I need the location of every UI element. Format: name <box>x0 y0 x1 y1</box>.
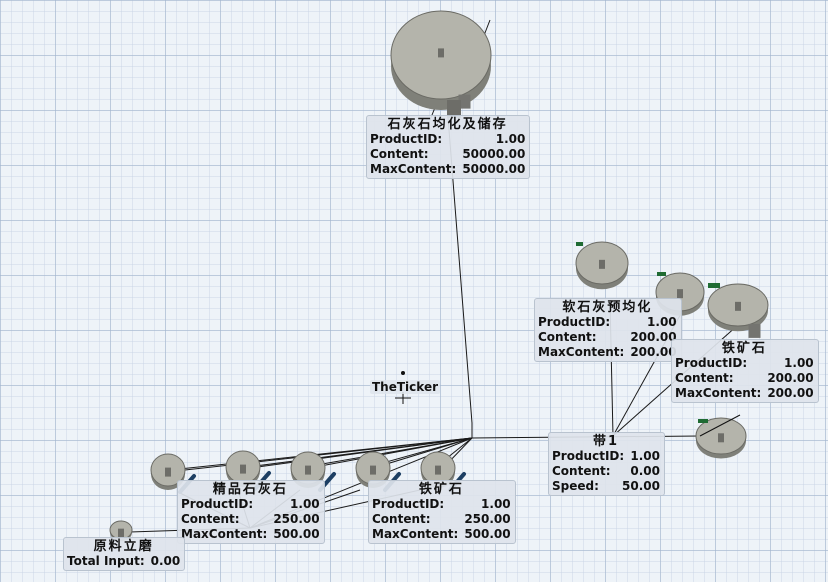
ticker-marker <box>395 371 411 404</box>
accent-marker <box>657 272 666 276</box>
accent-marker <box>576 242 583 246</box>
tank-port <box>118 528 124 538</box>
label-limestone-storage[interactable]: 石灰石均化及储存 ProductID:1.00 Content:50000.00… <box>366 115 531 179</box>
label-title: 软石灰预均化 <box>562 300 653 315</box>
tank-port <box>240 464 246 474</box>
bin-1[interactable] <box>150 453 186 490</box>
belt-end-silo[interactable] <box>695 417 747 459</box>
tank-port <box>305 465 311 475</box>
label-title: 铁矿石 <box>721 341 767 356</box>
connection-line <box>249 437 473 469</box>
label-iron-ore-storage[interactable]: 铁矿石 ProductID:1.00 Content:200.00 MaxCon… <box>671 339 819 403</box>
connection-line <box>379 437 473 467</box>
label-title: 石灰石均化及储存 <box>387 117 508 132</box>
label-title: 精品石灰石 <box>212 482 288 497</box>
tank-port <box>435 465 441 475</box>
iron-silo-b[interactable] <box>707 283 769 338</box>
tank-port <box>735 301 741 311</box>
tank-port <box>165 467 171 477</box>
tank-port <box>677 289 683 299</box>
tank-port <box>370 465 376 475</box>
outlet-box <box>748 323 761 338</box>
label-title: 带1 <box>592 434 620 449</box>
label-title: 原料立磨 <box>93 539 154 554</box>
label-raw-mill[interactable]: 原料立磨 Total Input:0.00 <box>63 537 186 571</box>
ticker-label[interactable]: TheTicker <box>370 380 440 394</box>
label-soft-limestone-prehomog[interactable]: 软石灰预均化 ProductID:1.00 Content:200.00 Max… <box>534 298 682 362</box>
label-conveyor-belt-1[interactable]: 带1 ProductID:1.00 Content:0.00 Speed:50.… <box>548 432 665 496</box>
bin-2[interactable] <box>225 450 261 487</box>
label-title: 铁矿石 <box>418 482 464 497</box>
label-fine-limestone[interactable]: 精品石灰石 ProductID:1.00 Content:250.00 MaxC… <box>177 480 325 544</box>
ticker-dot <box>401 371 405 375</box>
accent-marker <box>698 419 708 423</box>
tank-port <box>718 433 724 443</box>
prehomog-silo[interactable] <box>575 241 629 290</box>
accent-marker <box>708 283 720 288</box>
tank-port <box>438 48 444 58</box>
silo-line <box>699 414 741 437</box>
tank-port <box>599 259 605 269</box>
connection-line <box>314 437 473 468</box>
label-iron-ore-bin[interactable]: 铁矿石 ProductID:1.00 Content:250.00 MaxCon… <box>368 480 516 544</box>
limestone-silo[interactable] <box>390 10 492 110</box>
outlet-box <box>458 94 471 109</box>
silo-outlet <box>447 100 461 118</box>
